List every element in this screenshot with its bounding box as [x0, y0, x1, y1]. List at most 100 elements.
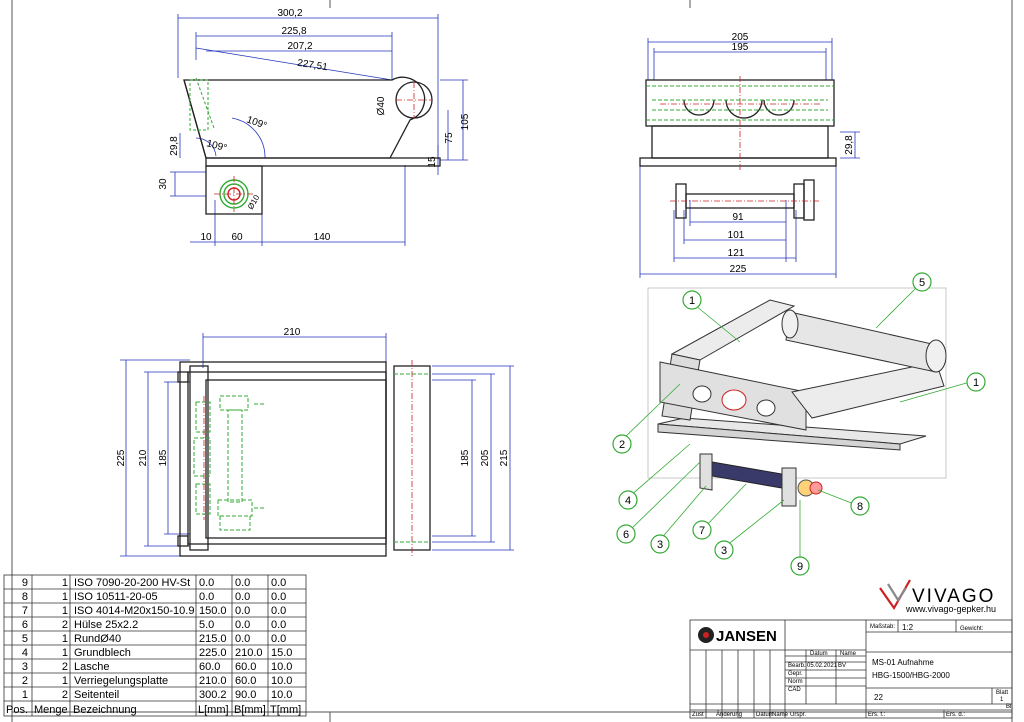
- tb-zust: Zust: [692, 712, 704, 718]
- tb-bearb-name: BV: [838, 663, 846, 669]
- bom-cell-l: 215.0: [199, 633, 227, 645]
- bom-cell-l: 60.0: [199, 661, 220, 673]
- bom-cell-t: 10.0: [271, 661, 292, 673]
- bom-cell-pos: 1: [22, 689, 28, 701]
- bom-cell-pos: 3: [22, 661, 28, 673]
- bom-cell-pos: 5: [22, 633, 28, 645]
- tb-bearb-date: 05.02.2021: [807, 663, 838, 669]
- bom-cell-b: 210.0: [235, 647, 263, 659]
- dim-length-3: 207,2: [287, 41, 312, 52]
- callout-label-3b: 3: [721, 545, 727, 557]
- tb-ers-d: Ers. d.:: [946, 712, 965, 718]
- bom-cell-b: 0.0: [235, 605, 250, 617]
- side-view: 300,2 225,8 207,2 227,51 109° 109° 29,8 …: [158, 8, 471, 246]
- bom-cell-l: 300.2: [199, 689, 227, 701]
- bom-cell-name: Seitenteil: [74, 689, 119, 701]
- bom-cell-pos: 9: [22, 577, 28, 589]
- tb-bl: Bl.: [1006, 704, 1013, 710]
- callout-7: [692, 520, 712, 540]
- bom-cell-b: 60.0: [235, 661, 256, 673]
- bom-cell-name: ISO 4014-M20x150-10.9: [74, 605, 194, 617]
- isometric-view: 1 5 1 2 4 6 3 7 3 9 8: [612, 272, 986, 576]
- tb-weight-label: Gewicht:: [960, 626, 984, 632]
- dim-plan-205: 205: [480, 449, 491, 466]
- bom-cell-pos: 8: [22, 591, 28, 603]
- dim-140: 140: [314, 232, 331, 243]
- bom-cell-name: RundØ40: [74, 633, 121, 645]
- bom-header-name: Bezeichnung: [73, 704, 137, 716]
- bom-cell-b: 90.0: [235, 689, 256, 701]
- end-view: 205 195 29,8 91 101 121 225: [639, 32, 860, 278]
- tb-number: 22: [874, 693, 883, 702]
- bom-cell-b: 0.0: [235, 591, 250, 603]
- dim-101: 101: [728, 230, 745, 241]
- dim-plan-185-left: 185: [158, 449, 169, 466]
- callout-9: [790, 556, 810, 576]
- bom-header-t: T[mm]: [270, 704, 301, 716]
- callout-3a: [650, 534, 670, 554]
- callout-1b: [966, 372, 986, 392]
- callout-label-9: 9: [797, 561, 803, 573]
- bom-cell-b: 0.0: [235, 577, 250, 589]
- bom-cell-pos: 4: [22, 647, 28, 659]
- dim-225: 225: [730, 264, 747, 275]
- callout-1a: [682, 290, 702, 310]
- bill-of-materials: 9 1 ISO 7090-20-200 HV-St 0.0 0.0 0.0 8 1 ISO 10…: [3, 574, 307, 717]
- tb-urspr: Urspr.: [790, 712, 806, 718]
- callout-label-8: 8: [857, 501, 863, 513]
- bom-cell-name: ISO 10511-20-05: [74, 591, 158, 603]
- tb-ers-f: Ers. f.:: [868, 712, 886, 718]
- bom-cell-l: 225.0: [199, 647, 227, 659]
- bom-cell-t: 0.0: [271, 605, 286, 617]
- dim-plan-225: 225: [116, 449, 127, 466]
- bom-cell-b: 60.0: [235, 675, 256, 687]
- tb-date-header: Datum: [810, 651, 828, 657]
- callout-label-2: 2: [619, 439, 625, 451]
- bom-cell-name: ISO 7090-20-200 HV-St: [74, 577, 190, 589]
- bom-cell-l: 150.0: [199, 605, 227, 617]
- bom-header-qty: Menge: [34, 704, 68, 716]
- bom-cell-l: 0.0: [199, 577, 214, 589]
- vivago-logo: VIVAGO www.vivago-gepker.hu: [879, 579, 996, 614]
- tb-title-1: MS-01 Aufnahme: [872, 658, 934, 667]
- tb-name-header: Name: [840, 651, 857, 657]
- bom-cell-qty: 1: [62, 591, 68, 603]
- callout-label-4: 4: [625, 495, 631, 507]
- tb-sheet: 1: [1000, 697, 1004, 703]
- callout-label-1a: 1: [689, 295, 695, 307]
- bom-cell-b: 0.0: [235, 633, 250, 645]
- sheet-frame: [11, 0, 1013, 722]
- tb-norm: Norm: [788, 679, 803, 685]
- title-block: JANSEN Maßstab: 1:2 Gewicht: Datum Name …: [689, 619, 1013, 719]
- bom-cell-t: 0.0: [271, 591, 286, 603]
- bom-header-b: B[mm]: [234, 704, 266, 716]
- bom-cell-pos: 6: [22, 619, 28, 631]
- dim-205: 205: [732, 32, 749, 43]
- tb-scale: 1:2: [902, 623, 914, 632]
- bom-cell-qty: 1: [62, 633, 68, 645]
- bom-header-pos: Pos.: [6, 704, 28, 716]
- tb-sheet-label: Blatt: [996, 690, 1008, 696]
- bom-cell-qty: 2: [62, 619, 68, 631]
- callout-5: [912, 272, 932, 292]
- dim-121: 121: [728, 248, 745, 259]
- bom-cell-name: Verriegelungsplatte: [74, 675, 168, 687]
- dim-overall-length: 300,2: [277, 8, 302, 19]
- dim-slant: 227,51: [296, 58, 328, 74]
- dim-plan-185-right: 185: [460, 449, 471, 466]
- bom-cell-qty: 1: [62, 675, 68, 687]
- dim-plan-215: 215: [499, 449, 510, 466]
- tb-bearb: Bearb.: [788, 663, 806, 669]
- tb-aenderung: Änderung: [716, 711, 742, 718]
- callout-3b: [714, 540, 734, 560]
- tb-cad: CAD: [788, 687, 801, 693]
- jansen-brand: JANSEN: [716, 628, 777, 645]
- callout-label-6: 6: [623, 529, 629, 541]
- dim-75: 75: [444, 132, 455, 144]
